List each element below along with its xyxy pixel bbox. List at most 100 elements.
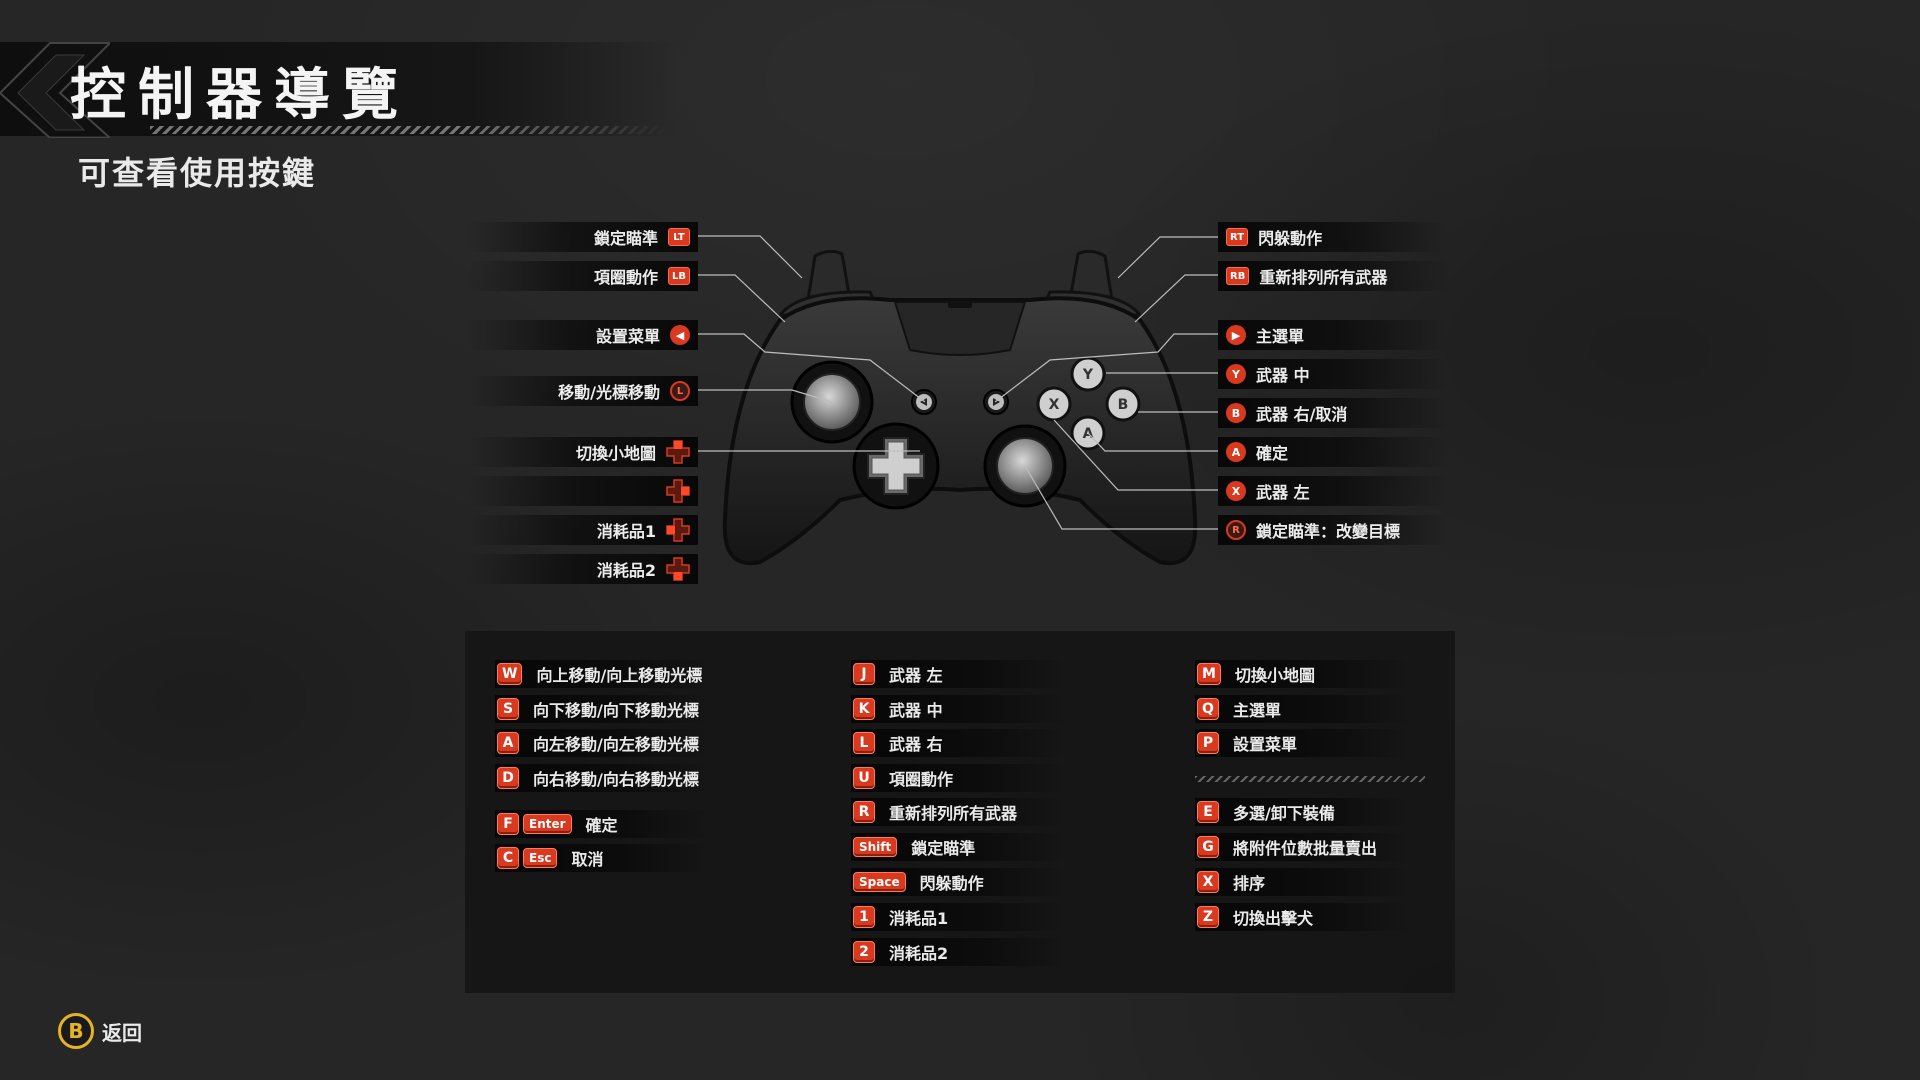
keybind-label: 確定 (585, 816, 618, 835)
keybind-label: 向上移動/向上移動光標 (536, 666, 703, 685)
key-s-icon: S (497, 698, 519, 720)
controller-label-text: 設置菜單 (595, 327, 660, 346)
key-g-icon: G (1197, 836, 1219, 858)
keybind-label: 排序 (1233, 874, 1266, 893)
keybind-label: 取消 (571, 850, 604, 869)
controller-label-right: RB 重新排列所有武器 (1218, 261, 1448, 291)
keybind-row: 1 消耗品1 (851, 903, 1066, 931)
back-label: 返回 (102, 1020, 142, 1045)
key-a-icon: A (497, 732, 519, 754)
controller-label-text: 移動/光標移動 (558, 383, 660, 402)
button-lb-icon: LB (668, 267, 690, 285)
keybind-row: K 武器 中 (851, 695, 1066, 723)
controller-label-text: 消耗品1 (596, 522, 656, 541)
keybind-label: 閃躲動作 (919, 874, 984, 893)
controller-label-text: 項圈動作 (593, 268, 658, 287)
controller-label-left: 消耗品1 (468, 515, 698, 545)
keybind-label: 切換出擊犬 (1233, 909, 1314, 928)
keybind-row: Q 主選單 (1195, 695, 1410, 723)
key-c-icon: C (497, 847, 519, 869)
keybind-label: 切換小地圖 (1234, 666, 1315, 685)
dpad-right-icon (666, 479, 690, 503)
keybind-label: 鎖定瞄準 (911, 839, 976, 858)
button-b-icon: B (1226, 403, 1246, 423)
page-title: 控制器導覽 (70, 63, 410, 128)
button-r-icon: R (1226, 520, 1246, 540)
keybind-row: R 重新排列所有武器 (851, 798, 1066, 826)
face-button-y-label: Y (1082, 367, 1094, 383)
keybind-row: P 設置菜單 (1195, 729, 1410, 757)
button-◀-icon: ◀ (670, 325, 690, 345)
key-f-icon: F (497, 813, 519, 835)
keybind-label: 主選單 (1233, 701, 1282, 720)
key-x-icon: X (1197, 871, 1219, 893)
controller-label-text: 切換小地圖 (575, 444, 656, 463)
dpad-down-icon (666, 557, 690, 581)
key-esc-icon: Esc (523, 848, 558, 868)
controller-label-text: 閃躲動作 (1258, 229, 1323, 248)
keybind-label: 重新排列所有武器 (889, 804, 1018, 823)
keybind-label: 設置菜單 (1233, 735, 1298, 754)
controller-label-text: 重新排列所有武器 (1259, 268, 1388, 287)
controller-label-text: 鎖定瞄準 (593, 229, 658, 248)
keybind-row: A 向左移動/向左移動光標 (495, 729, 710, 757)
back-button[interactable]: B 返回 (58, 1013, 142, 1049)
keybind-label: 消耗品2 (889, 944, 949, 963)
controller-label-left (468, 476, 698, 506)
gamepad-illustration: Y X B A (722, 249, 1198, 566)
key-r-icon: R (853, 801, 875, 823)
keybind-label: 武器 左 (889, 666, 943, 685)
key-w-icon: W (497, 663, 523, 685)
controller-label-right: ▶主選單 (1218, 320, 1448, 350)
keybind-label: 向左移動/向左移動光標 (533, 735, 699, 754)
keybind-label: 武器 右 (889, 735, 943, 754)
face-button-x-label: X (1049, 397, 1060, 413)
keybind-label: 項圈動作 (889, 770, 954, 789)
page-subtitle: 可查看使用按鍵 (78, 154, 317, 192)
controller-label-text: 消耗品2 (596, 561, 656, 580)
keybind-label: 消耗品1 (889, 909, 949, 928)
controller-label-text: 確定 (1256, 444, 1289, 463)
keybind-row: 2 消耗品2 (851, 938, 1066, 966)
dpad-left-icon (666, 518, 690, 542)
key-1-icon: 1 (853, 906, 875, 928)
title-stripe (150, 126, 670, 134)
button-y-icon: Y (1226, 364, 1246, 384)
key-k-icon: K (853, 698, 875, 720)
key-j-icon: J (853, 663, 875, 685)
button-x-icon: X (1226, 481, 1246, 501)
face-button-b-label: B (1118, 397, 1129, 413)
keybind-row: S 向下移動/向下移動光標 (495, 695, 710, 723)
key-p-icon: P (1197, 732, 1219, 754)
keybind-label: 向下移動/向下移動光標 (533, 701, 699, 720)
controller-label-left: 項圈動作 LB (468, 261, 698, 291)
keybind-row: X 排序 (1195, 868, 1410, 896)
keybind-label: 武器 中 (889, 701, 943, 720)
face-button-x: X (1036, 386, 1072, 422)
title-decoration-icon (0, 42, 110, 138)
key-2-icon: 2 (853, 941, 875, 963)
key-d-icon: D (497, 767, 519, 789)
button-rb-icon: RB (1226, 267, 1250, 285)
keybind-row: J 武器 左 (851, 660, 1066, 688)
face-button-b: B (1105, 386, 1141, 422)
key-q-icon: Q (1197, 698, 1219, 720)
dpad-up-icon (666, 440, 690, 464)
controller-label-right: X 武器 左 (1218, 476, 1448, 506)
controller-label-text: 武器 左 (1256, 483, 1310, 502)
keybind-row: W 向上移動/向上移動光標 (495, 660, 710, 688)
key-space-icon: Space (853, 872, 906, 892)
button-▶-icon: ▶ (1226, 325, 1246, 345)
b-button-icon: B (58, 1013, 94, 1049)
